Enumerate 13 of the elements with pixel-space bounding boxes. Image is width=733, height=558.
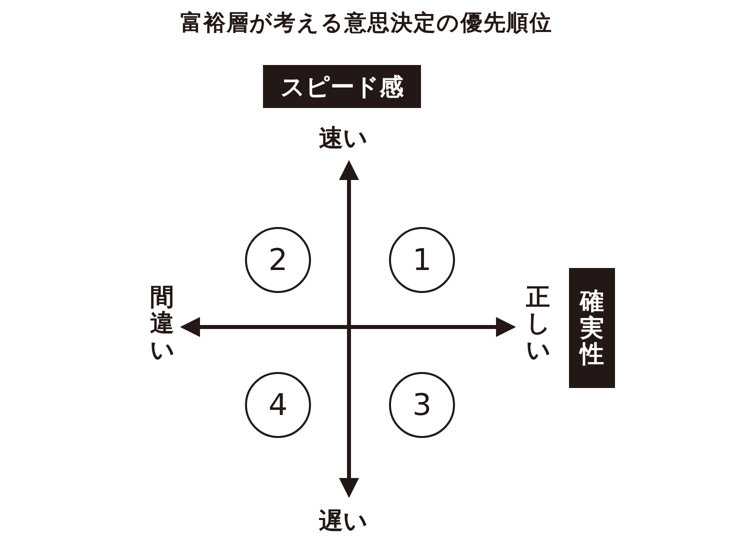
axis-end-label: 遅い bbox=[319, 506, 368, 537]
quadrant-number-circle: 2 bbox=[245, 227, 311, 293]
quadrant-number-circle: 1 bbox=[389, 227, 455, 293]
axis-title-box bbox=[263, 65, 421, 108]
axis-title: 確実性 bbox=[580, 288, 604, 368]
axis-end-label: 速い bbox=[319, 123, 368, 154]
quadrant-number-circle: 3 bbox=[389, 372, 455, 438]
axis-title-box bbox=[569, 268, 615, 388]
axis-end-label: 正しい bbox=[526, 284, 550, 364]
axis-end-label: 間違い bbox=[150, 284, 174, 364]
axis-title: スピード感 bbox=[280, 72, 404, 102]
quadrant-number-circle: 4 bbox=[245, 372, 311, 438]
diagram-title: 富裕層が考える意思決定の優先順位 bbox=[180, 10, 554, 38]
